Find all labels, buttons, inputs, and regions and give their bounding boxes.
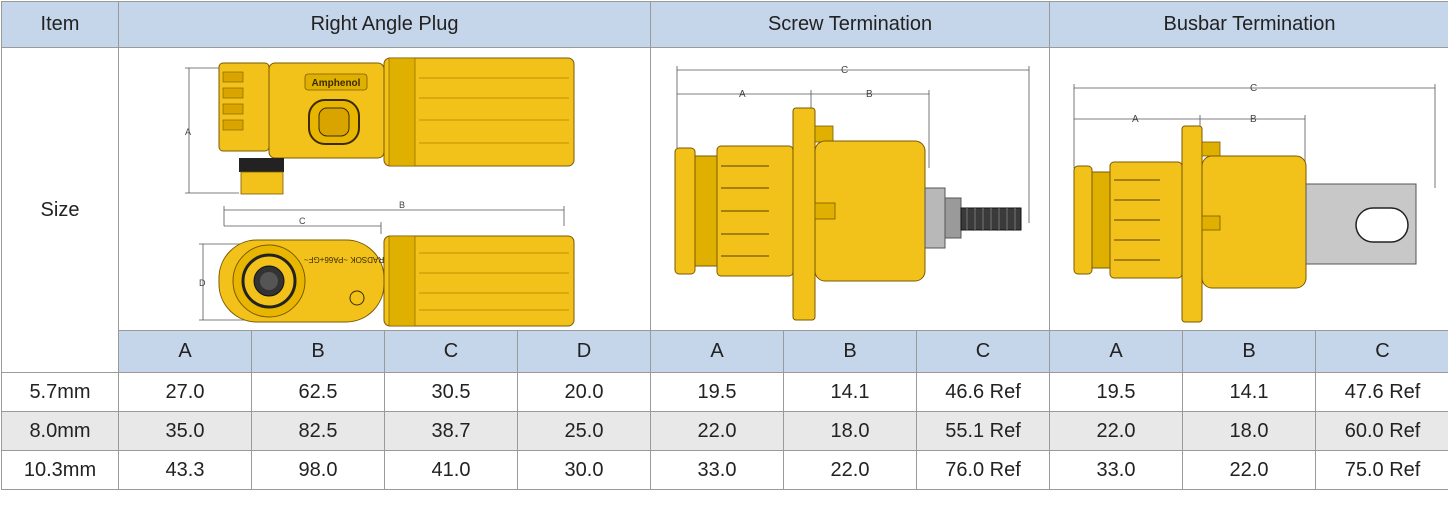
screw-drawing-cell: C A B xyxy=(651,48,1050,331)
sub-screw-a: A xyxy=(651,331,784,373)
table-cell: 22.0 xyxy=(784,451,917,490)
busbar-termination-drawing: C A B xyxy=(1050,48,1448,330)
table-cell: 22.0 xyxy=(651,412,784,451)
sub-busbar-a: A xyxy=(1050,331,1183,373)
busbar-dim-label-c: C xyxy=(1250,83,1257,94)
table-cell: 76.0 Ref xyxy=(917,451,1050,490)
plug-marking-text: RADSOK ~PA66+GF~ xyxy=(304,255,384,264)
dim-label-b: B xyxy=(399,200,405,210)
sub-plug-b: B xyxy=(252,331,385,373)
subheader-row: A B C D A B C A B C xyxy=(2,331,1448,373)
table-cell: 46.6 Ref xyxy=(917,373,1050,412)
table-cell: 55.1 Ref xyxy=(917,412,1050,451)
dim-label-d: D xyxy=(199,278,206,288)
table-cell: 30.0 xyxy=(518,451,651,490)
table-cell: 75.0 Ref xyxy=(1316,451,1448,490)
header-item: Item xyxy=(2,2,119,48)
size-label: Size xyxy=(2,48,119,373)
busbar-drawing-cell: C A B xyxy=(1050,48,1448,331)
sub-plug-c: C xyxy=(385,331,518,373)
dimension-table: Item Right Angle Plug Screw Termination … xyxy=(1,1,1448,490)
screw-dim-label-c: C xyxy=(841,65,848,76)
table-cell: 18.0 xyxy=(784,412,917,451)
table-cell: 14.1 xyxy=(1183,373,1316,412)
table-cell: 41.0 xyxy=(385,451,518,490)
table-cell: 30.5 xyxy=(385,373,518,412)
table-cell: 43.3 xyxy=(119,451,252,490)
table-cell: 38.7 xyxy=(385,412,518,451)
table-cell: 82.5 xyxy=(252,412,385,451)
table-cell: 33.0 xyxy=(1050,451,1183,490)
sub-plug-d: D xyxy=(518,331,651,373)
table-cell: 19.5 xyxy=(651,373,784,412)
header-screw-termination: Screw Termination xyxy=(651,2,1050,48)
table-cell: 22.0 xyxy=(1050,412,1183,451)
table-cell: 33.0 xyxy=(651,451,784,490)
table-cell: 35.0 xyxy=(119,412,252,451)
table-cell: 14.1 xyxy=(784,373,917,412)
sub-screw-b: B xyxy=(784,331,917,373)
dim-label-c: C xyxy=(299,216,306,226)
sub-screw-c: C xyxy=(917,331,1050,373)
table-cell: 47.6 Ref xyxy=(1316,373,1448,412)
sub-plug-a: A xyxy=(119,331,252,373)
screw-dim-label-a: A xyxy=(739,89,746,100)
header-busbar-termination: Busbar Termination xyxy=(1050,2,1448,48)
header-right-angle-plug: Right Angle Plug xyxy=(119,2,651,48)
table-cell: 60.0 Ref xyxy=(1316,412,1448,451)
sub-busbar-c: C xyxy=(1316,331,1448,373)
table-row: 5.7mm 27.0 62.5 30.5 20.0 19.5 14.1 46.6… xyxy=(2,373,1448,412)
table-cell: 22.0 xyxy=(1183,451,1316,490)
sub-busbar-b: B xyxy=(1183,331,1316,373)
dim-label-a: A xyxy=(185,127,191,137)
table-cell: 19.5 xyxy=(1050,373,1183,412)
table-cell: 18.0 xyxy=(1183,412,1316,451)
screw-termination-drawing: C A B xyxy=(651,48,1050,330)
plug-drawing-cell: A Amphenol xyxy=(119,48,651,331)
plug-logo-text: Amphenol xyxy=(312,78,361,89)
right-angle-plug-drawing: A Amphenol xyxy=(119,48,649,330)
table-cell: 98.0 xyxy=(252,451,385,490)
busbar-dim-label-b: B xyxy=(1250,114,1257,125)
table-cell: 27.0 xyxy=(119,373,252,412)
header-row: Item Right Angle Plug Screw Termination … xyxy=(2,2,1448,48)
table-cell: 20.0 xyxy=(518,373,651,412)
table-cell: 62.5 xyxy=(252,373,385,412)
row-size: 10.3mm xyxy=(2,451,119,490)
screw-dim-label-b: B xyxy=(866,89,873,100)
row-size: 5.7mm xyxy=(2,373,119,412)
table-row: 8.0mm 35.0 82.5 38.7 25.0 22.0 18.0 55.1… xyxy=(2,412,1448,451)
table-row: 10.3mm 43.3 98.0 41.0 30.0 33.0 22.0 76.… xyxy=(2,451,1448,490)
row-size: 8.0mm xyxy=(2,412,119,451)
image-row: Size A Amphenol xyxy=(2,48,1448,331)
busbar-dim-label-a: A xyxy=(1132,114,1139,125)
table-cell: 25.0 xyxy=(518,412,651,451)
